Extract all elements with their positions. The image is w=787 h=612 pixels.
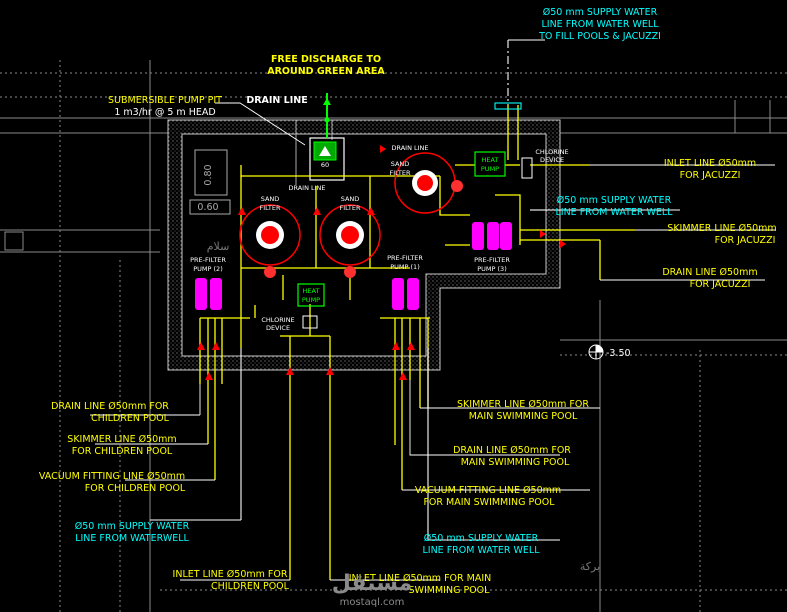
prefilter-3-label-1: PRE-FILTER bbox=[474, 256, 510, 264]
prefilter-pumps bbox=[195, 180, 512, 310]
sand-filter-left-label-2: FILTER bbox=[260, 204, 281, 212]
watermark-salam: سلام bbox=[207, 240, 230, 253]
prefilter-2-label-2: PUMP (2) bbox=[193, 265, 222, 273]
skimmer-jacuzzi-label-2: FOR JACUZZI bbox=[715, 235, 776, 246]
drain-line-red-label: DRAIN LINE bbox=[391, 144, 428, 152]
heat-pump-right-box bbox=[474, 151, 506, 177]
level-label: -3.50 bbox=[606, 348, 631, 359]
inlet-jacuzzi-label-2: FOR JACUZZI bbox=[680, 170, 741, 181]
supply-mid-label-2: LINE FROM WATER WELL bbox=[555, 207, 673, 218]
heat-pump-mid-box bbox=[297, 283, 325, 307]
chlorine-devices bbox=[302, 157, 533, 329]
pit-number: 60 bbox=[321, 161, 329, 169]
heat-pump-right-label-1: HEAT bbox=[482, 156, 499, 164]
sand-filter-mid-label-2: FILTER bbox=[340, 204, 361, 212]
pump-room-walls bbox=[167, 119, 561, 371]
sub-pump-label-1: SUBMERSIBLE PUMP PIT bbox=[108, 95, 222, 106]
sand-filters bbox=[239, 152, 456, 266]
watermark-baraka: بركة bbox=[580, 560, 600, 573]
chlorine-right-label-2: DEVICE bbox=[540, 156, 564, 164]
chlorine-mid-label-2: DEVICE bbox=[266, 324, 290, 332]
dimension-080: 0.80 bbox=[203, 164, 214, 185]
supply-bottom-right-label-1: Ø50 mm SUPPLY WATER bbox=[424, 533, 539, 544]
drain-main-label-1: DRAIN LINE Ø50mm FOR bbox=[453, 445, 571, 456]
supply-mid-label-1: Ø50 mm SUPPLY WATER bbox=[557, 195, 672, 206]
supply-bottom-left-label-2: LINE FROM WATERWELL bbox=[75, 533, 189, 544]
supply-bottom-right-label-2: LINE FROM WATER WELL bbox=[422, 545, 540, 556]
inlet-main-label-2: SWIMMING POOL bbox=[409, 585, 491, 596]
watermark-arabic: مستقل bbox=[332, 571, 412, 596]
inlet-jacuzzi-label-1: INLET LINE Ø50mm bbox=[664, 158, 756, 169]
prefilter-2-label-1: PRE-FILTER bbox=[190, 256, 226, 264]
sand-filter-mid-label-1: SAND bbox=[341, 195, 360, 203]
skimmer-children-label-1: SKIMMER LINE Ø50mm bbox=[67, 434, 176, 445]
leader-lines bbox=[90, 39, 775, 581]
chlorine-right-label-1: CHLORINE bbox=[535, 148, 568, 156]
drain-line-small-label: DRAIN LINE bbox=[288, 184, 325, 192]
vacuum-main-label-1: VACUUM FITTING LINE Ø50mm bbox=[415, 485, 561, 496]
heat-pump-mid-label-2: PUMP bbox=[302, 296, 320, 304]
valve-markers bbox=[197, 145, 566, 380]
inlet-main-label-1: INLET LINE Ø50mm FOR MAIN bbox=[349, 573, 492, 584]
annotations: Ø50 mm SUPPLY WATER LINE FROM WATER WELL… bbox=[39, 7, 777, 596]
free-discharge-label-1: FREE DISCHARGE TO bbox=[271, 54, 381, 65]
drain-children-label-2: CHILDREN POOL bbox=[91, 413, 170, 424]
skimmer-main-label-2: MAIN SWIMMING POOL bbox=[469, 411, 578, 422]
vacuum-children-label-1: VACUUM FITTING LINE Ø50mm bbox=[39, 471, 185, 482]
drain-main-label-2: MAIN SWIMMING POOL bbox=[461, 457, 570, 468]
drain-children-label-1: DRAIN LINE Ø50mm FOR bbox=[51, 401, 169, 412]
skimmer-main-label-1: SKIMMER LINE Ø50mm FOR bbox=[457, 399, 589, 410]
pipework bbox=[199, 105, 635, 580]
sand-filter-jacuzzi-label-2: FILTER bbox=[390, 169, 411, 177]
room-fixtures bbox=[189, 120, 333, 215]
drain-line-top-label: DRAIN LINE bbox=[246, 95, 307, 106]
sand-filter-jacuzzi-label-1: SAND bbox=[391, 160, 410, 168]
inlet-children-label-2: CHILDREN POOL bbox=[211, 581, 290, 592]
dimension-060: 0.60 bbox=[197, 202, 218, 213]
prefilter-1-label-1: PRE-FILTER bbox=[387, 254, 423, 262]
vacuum-children-label-2: FOR CHILDREN POOL bbox=[85, 483, 186, 494]
skimmer-jacuzzi-label-1: SKIMMER LINE Ø50mm bbox=[667, 223, 776, 234]
prefilter-1-label-2: PUMP (1) bbox=[390, 263, 419, 271]
skimmer-children-label-2: FOR CHILDREN POOL bbox=[72, 446, 173, 457]
supply-top-label-3: TO FILL POOLS & JACUZZI bbox=[538, 31, 661, 42]
supply-water-lines bbox=[240, 40, 545, 540]
supply-bottom-left-label-1: Ø50 mm SUPPLY WATER bbox=[75, 521, 190, 532]
drain-jacuzzi-label-1: DRAIN LINE Ø50mm bbox=[662, 267, 757, 278]
level-marker bbox=[588, 344, 604, 360]
watermark-latin: mostaql.com bbox=[340, 597, 405, 608]
sand-filter-left-label-1: SAND bbox=[261, 195, 280, 203]
watermarks: مستقل mostaql.com بركة سلام bbox=[207, 240, 600, 608]
sub-pump-label-2: 1 m3/hr @ 5 m HEAD bbox=[114, 107, 215, 118]
drain-jacuzzi-label-2: FOR JACUZZI bbox=[690, 279, 751, 290]
chlorine-mid-label-1: CHLORINE bbox=[261, 316, 294, 324]
supply-top-label-2: LINE FROM WATER WELL bbox=[541, 19, 659, 30]
supply-top-label-1: Ø50 mm SUPPLY WATER bbox=[543, 7, 658, 18]
heat-pump-right-label-2: PUMP bbox=[481, 165, 499, 173]
submersible-pump-pit bbox=[309, 93, 345, 181]
prefilter-3-label-2: PUMP (3) bbox=[477, 265, 506, 273]
free-discharge-label-2: AROUND GREEN AREA bbox=[267, 66, 385, 77]
inlet-children-label-1: INLET LINE Ø50mm FOR bbox=[173, 569, 288, 580]
heat-pump-mid-label-1: HEAT bbox=[303, 287, 320, 295]
vacuum-main-label-2: FOR MAIN SWIMMING POOL bbox=[423, 497, 555, 508]
